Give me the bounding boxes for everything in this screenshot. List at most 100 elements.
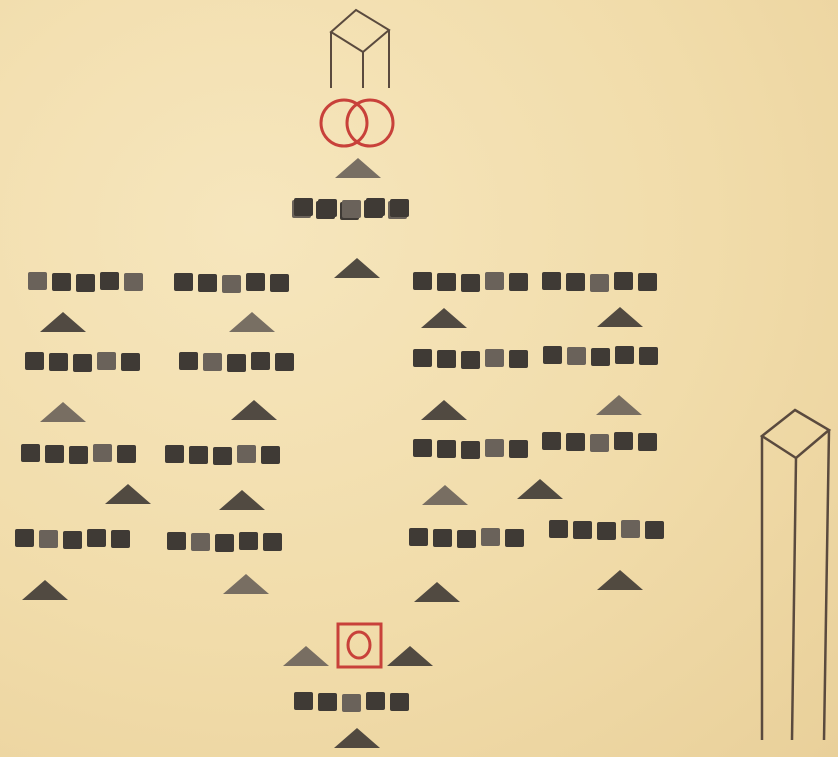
block-square xyxy=(275,353,294,371)
block-square xyxy=(566,273,585,291)
block-square xyxy=(509,350,528,368)
triangle-marker xyxy=(421,400,467,420)
block-square xyxy=(591,348,610,366)
block-square xyxy=(638,433,657,451)
block-square xyxy=(413,439,432,457)
block-square xyxy=(639,347,658,365)
block-square xyxy=(165,445,184,463)
block-row xyxy=(542,272,657,292)
block-square xyxy=(63,531,82,549)
block-square xyxy=(179,352,198,370)
block-square xyxy=(28,272,47,290)
triangle-marker xyxy=(422,485,468,505)
block-square xyxy=(461,274,480,292)
block-square xyxy=(461,351,480,369)
block-row xyxy=(165,445,280,465)
block-square xyxy=(203,353,222,371)
block-square xyxy=(100,272,119,290)
block-row xyxy=(174,273,289,293)
block-square xyxy=(390,693,409,711)
top-prism-icon xyxy=(331,10,389,88)
block-row xyxy=(179,352,294,372)
block-row xyxy=(28,272,143,292)
block-square xyxy=(509,440,528,458)
block-row xyxy=(413,272,528,292)
block-square xyxy=(437,440,456,458)
block-row xyxy=(549,520,664,540)
triangle-marker xyxy=(597,570,643,590)
triangle-marker xyxy=(231,400,277,420)
block-square xyxy=(117,445,136,463)
block-square xyxy=(549,520,568,538)
block-square xyxy=(485,272,504,290)
block-square xyxy=(222,275,241,293)
block-square xyxy=(215,534,234,552)
block-square xyxy=(294,692,313,710)
block-square xyxy=(566,433,585,451)
block-row xyxy=(294,198,409,218)
block-square xyxy=(237,445,256,463)
block-square xyxy=(437,273,456,291)
block-square xyxy=(461,441,480,459)
triangle-marker xyxy=(517,479,563,499)
block-square xyxy=(111,530,130,548)
block-square xyxy=(318,199,337,217)
triangle-marker xyxy=(105,484,151,504)
block-square xyxy=(294,198,313,216)
block-square xyxy=(239,532,258,550)
block-row xyxy=(21,444,136,464)
block-row xyxy=(542,432,657,452)
block-square xyxy=(433,529,452,547)
triangle-marker xyxy=(22,580,68,600)
triangle-group xyxy=(22,158,643,748)
block-row xyxy=(25,352,140,372)
triangle-marker xyxy=(414,582,460,602)
block-square xyxy=(227,354,246,372)
block-square xyxy=(124,273,143,291)
triangle-marker xyxy=(335,158,381,178)
block-square xyxy=(73,354,92,372)
block-square xyxy=(485,349,504,367)
block-square xyxy=(390,199,409,217)
block-square xyxy=(261,446,280,464)
triangle-marker xyxy=(421,308,467,328)
block-square xyxy=(543,346,562,364)
block-square xyxy=(189,446,208,464)
triangle-marker xyxy=(597,307,643,327)
block-square xyxy=(251,352,270,370)
block-square xyxy=(597,522,616,540)
triangle-marker xyxy=(40,402,86,422)
block-square xyxy=(191,533,210,551)
block-square xyxy=(270,274,289,292)
block-square xyxy=(485,439,504,457)
triangle-marker xyxy=(387,646,433,666)
block-row xyxy=(15,529,130,549)
square-seal xyxy=(338,624,381,667)
block-square xyxy=(542,272,561,290)
double-ring-seal xyxy=(321,100,393,146)
block-square xyxy=(413,272,432,290)
block-square xyxy=(167,532,186,550)
block-square xyxy=(481,528,500,546)
block-square xyxy=(567,347,586,365)
triangle-marker xyxy=(40,312,86,332)
block-row xyxy=(409,528,524,548)
block-square xyxy=(198,274,217,292)
block-square xyxy=(69,446,88,464)
triangle-marker xyxy=(229,312,275,332)
block-row xyxy=(413,439,528,459)
block-square xyxy=(342,694,361,712)
triangle-marker xyxy=(223,574,269,594)
block-square xyxy=(342,200,361,218)
block-square xyxy=(542,432,561,450)
block-square xyxy=(246,273,265,291)
block-square xyxy=(97,352,116,370)
block-square xyxy=(15,529,34,547)
block-square xyxy=(25,352,44,370)
block-square xyxy=(614,272,633,290)
triangle-marker xyxy=(334,258,380,278)
block-square xyxy=(645,521,664,539)
block-square xyxy=(366,198,385,216)
right-prism-icon xyxy=(762,410,829,740)
